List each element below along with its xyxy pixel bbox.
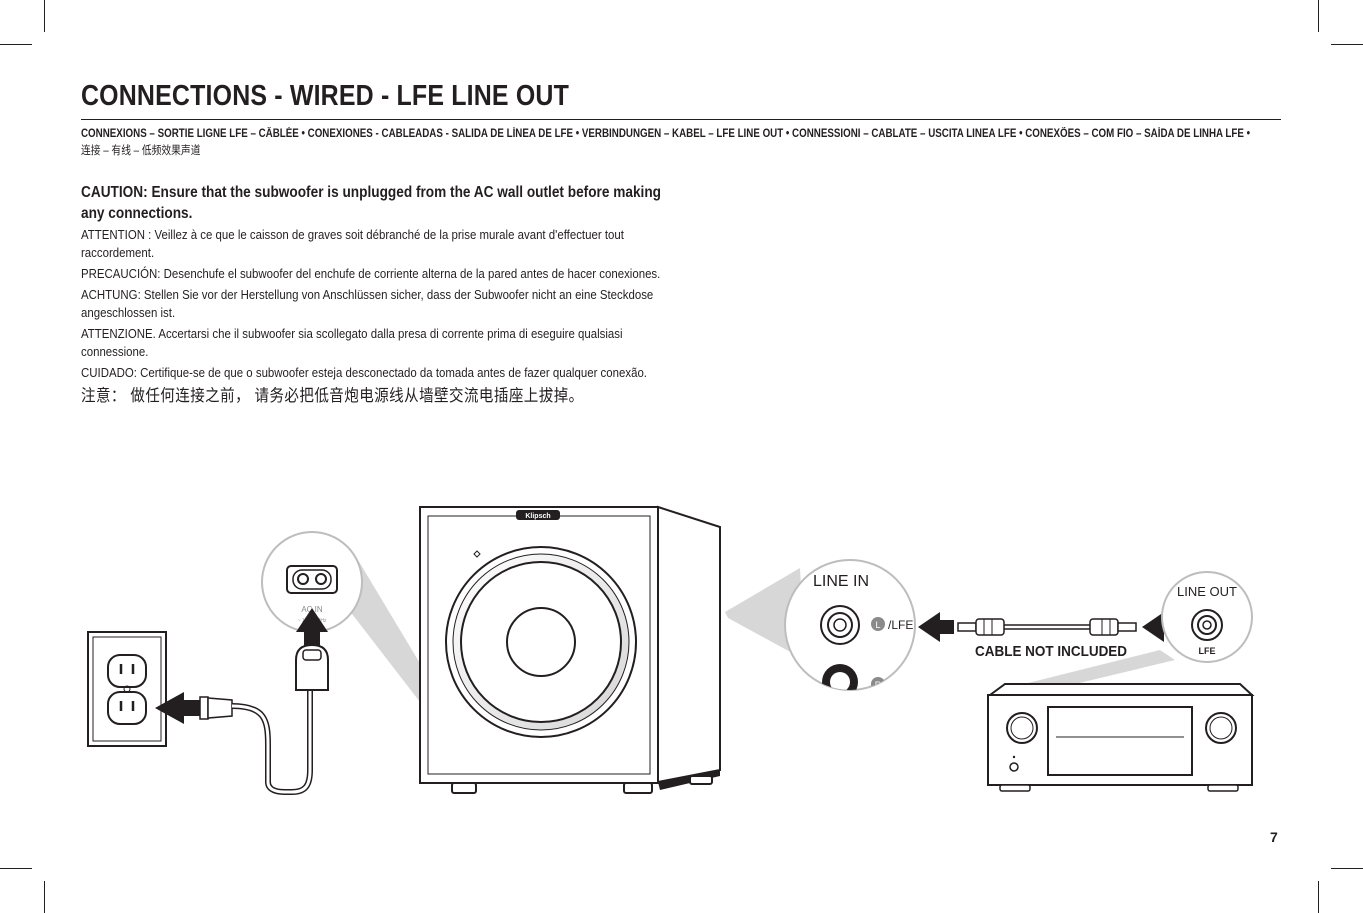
crop-mark bbox=[44, 0, 45, 32]
arrow-left-icon bbox=[155, 692, 184, 724]
crop-mark bbox=[1331, 44, 1363, 45]
title-rule bbox=[81, 119, 1281, 120]
line-in-label: LINE IN bbox=[813, 573, 869, 590]
wall-outlet bbox=[87, 631, 167, 747]
subtitle-text-cn: 连接 – 有线 – 低频效果声道 bbox=[81, 145, 201, 157]
subtitle-text: CONNEXIONS – SORTIE LIGNE LFE – CÂBLÉE •… bbox=[81, 128, 1251, 140]
rca-cable bbox=[957, 618, 1137, 636]
arrow-left-icon bbox=[1142, 612, 1164, 642]
arrow-up-icon bbox=[296, 608, 328, 632]
page-number: 7 bbox=[1270, 829, 1278, 845]
crop-mark bbox=[0, 44, 32, 45]
crop-mark bbox=[1318, 881, 1319, 913]
port-l-label: L bbox=[875, 620, 880, 630]
cable-note: CABLE NOT INCLUDED bbox=[975, 643, 1127, 660]
caution-zh: 注意： 做任何连接之前， 请务必把低音炮电源线从墙壁交流电插座上拔掉。 bbox=[81, 387, 584, 405]
caution-de: ACHTUNG: Stellen Sie vor der Herstellung… bbox=[81, 287, 654, 320]
av-receiver bbox=[986, 683, 1255, 792]
power-cord bbox=[199, 643, 329, 795]
caution-es: PRECAUCIÓN: Desenchufe el subwoofer del … bbox=[81, 266, 661, 281]
crop-mark bbox=[1318, 0, 1319, 32]
caution-en: CAUTION: Ensure that the subwoofer is un… bbox=[81, 184, 661, 222]
caution-it: ATTENZIONE. Accertarsi che il subwoofer … bbox=[81, 326, 623, 359]
connection-diagram: AC IN ~ 120V 60Hz Klipsch LINE IN L / bbox=[87, 505, 1255, 795]
subwoofer: Klipsch bbox=[419, 505, 721, 794]
crop-mark bbox=[44, 881, 45, 913]
crop-mark bbox=[1331, 868, 1363, 869]
caution-fr: ATTENTION : Veillez à ce que le caisson … bbox=[81, 227, 624, 260]
line-out-label: LINE OUT bbox=[1177, 584, 1237, 599]
caution-pt: CUIDADO: Certifique-se de que o subwoofe… bbox=[81, 365, 647, 380]
page-title: CONNECTIONS - WIRED - LFE LINE OUT bbox=[81, 80, 570, 112]
caution-block: CAUTION: Ensure that the subwoofer is un… bbox=[81, 182, 662, 410]
brand-logo: Klipsch bbox=[525, 513, 550, 520]
line-out-callout: LINE OUT LFE bbox=[1161, 571, 1253, 663]
line-in-callout: LINE IN L /LFE R bbox=[784, 559, 916, 691]
multilingual-subtitle: CONNEXIONS – SORTIE LIGNE LFE – CÂBLÉE •… bbox=[81, 126, 1263, 160]
lfe-label: LFE bbox=[1199, 646, 1216, 656]
port-lfe-label: /LFE bbox=[888, 618, 913, 632]
arrow-left-icon bbox=[918, 612, 940, 642]
crop-mark bbox=[0, 868, 32, 869]
